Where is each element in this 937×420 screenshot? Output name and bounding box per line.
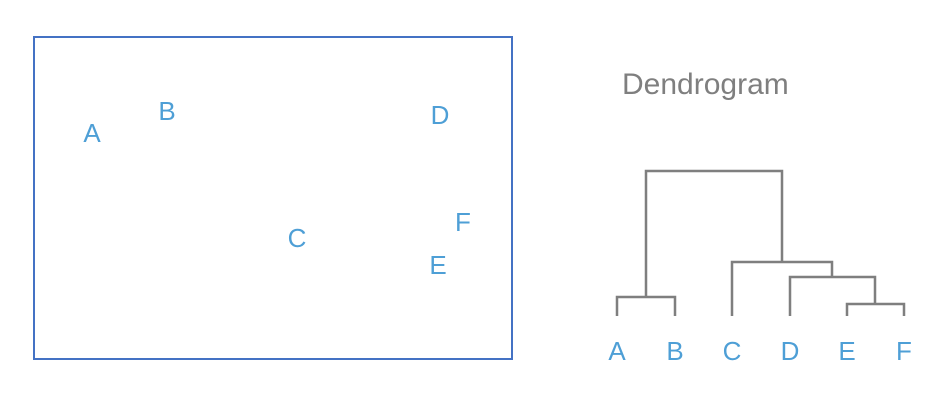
link-e-f: [845, 302, 906, 316]
point-label-c: C: [287, 223, 307, 253]
scatter-frame: [33, 36, 513, 360]
leaf-label-e: E: [838, 336, 856, 366]
point-label-b: B: [158, 96, 176, 126]
leaf-label-c: C: [722, 336, 742, 366]
leaf-label-a: A: [608, 336, 626, 366]
link-c-def: [730, 260, 834, 316]
link-a-b: [615, 295, 677, 316]
link-d-ef: [788, 275, 877, 316]
point-label-a: A: [83, 118, 101, 148]
point-label-d: D: [430, 100, 450, 130]
dendrogram-links: [615, 169, 906, 316]
point-label-f: F: [455, 207, 471, 237]
leaf-label-f: F: [896, 336, 912, 366]
leaf-label-b: B: [666, 336, 684, 366]
point-label-e: E: [429, 250, 447, 280]
leaf-label-d: D: [780, 336, 800, 366]
dendrogram-title: Dendrogram: [622, 68, 789, 101]
link-root: [644, 169, 784, 297]
